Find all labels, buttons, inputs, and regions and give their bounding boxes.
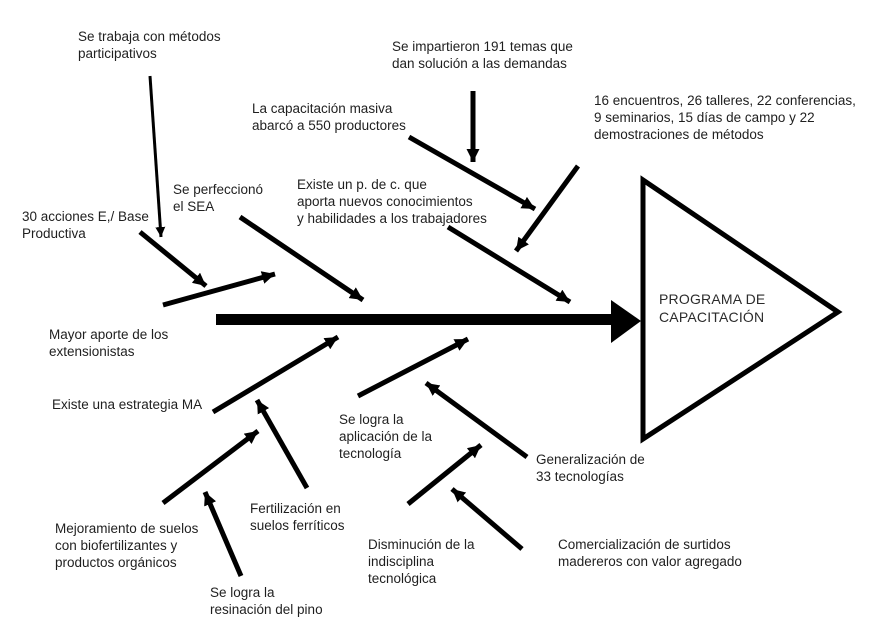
spine-arrowhead [611, 300, 641, 343]
label-mayor-aporte-line: Mayor aporte de los [49, 327, 169, 342]
label-la-capacitacion: La capacitación masiva abarcó a 550 produ… [252, 100, 406, 134]
label-existe-pdc-line: Existe un p. de c. que [297, 177, 427, 192]
label-mayor-aporte-line: extensionistas [49, 344, 135, 359]
label-aplicacion: Se logra la aplicación de la tecnología [339, 411, 432, 462]
label-resinacion: Se logra la resinación del pino [210, 584, 323, 618]
label-disminucion-line: Disminución de la [368, 537, 475, 552]
label-se-perfecciono-line: el SEA [173, 199, 215, 214]
arrow-comercializacion [450, 487, 524, 551]
label-estrategia-ma-line: Existe una estrategia MA [52, 397, 203, 412]
arrow-encuentros [513, 164, 581, 253]
arrow-disminucion [406, 443, 483, 506]
arrow-se-trabaja [148, 75, 166, 238]
label-fertilizacion-line: Fertilización en [250, 501, 341, 516]
head-label: PROGRAMA DE CAPACITACIÓN [659, 291, 765, 326]
label-aplicacion-line: tecnología [339, 446, 402, 461]
arrow-mejoramiento [161, 429, 260, 505]
arrow-la-capacitacion [407, 134, 537, 212]
arrow-se-perfecciono [238, 214, 365, 303]
label-mejoramiento-line: con biofertilizantes y [55, 538, 178, 553]
label-resinacion-line: Se logra la [210, 585, 275, 600]
label-se-perfecciono: Se perfeccionó el SEA [173, 181, 263, 215]
label-existe-pdc-line: y habilidades a los trabajadores [297, 211, 487, 226]
label-30-acciones-line: Productiva [22, 226, 86, 241]
label-comercializacion-line: madereros con valor agregado [558, 554, 742, 569]
arrow-existe-pdc [446, 224, 572, 305]
label-resinacion-line: resinación del pino [210, 602, 323, 617]
label-encuentros-line: 9 seminarios, 15 días de campo y 22 [594, 110, 815, 125]
label-generalizacion: Generalización de 33 tecnologías [536, 451, 645, 485]
label-fertilizacion: Fertilización en suelos ferríticos [250, 500, 345, 534]
label-mejoramiento: Mejoramiento de suelos con biofertilizant… [55, 520, 198, 571]
label-se-impartieron: Se impartieron 191 temas que dan solución… [392, 38, 573, 72]
label-disminucion: Disminución de la indisciplina tecnológica [368, 536, 475, 587]
label-se-trabaja: Se trabaja con métodos participativos [78, 28, 221, 62]
label-se-trabaja-line: Se trabaja con métodos [78, 29, 221, 44]
label-mejoramiento-line: productos orgánicos [55, 555, 177, 570]
arrow-fertilizacion [254, 398, 310, 490]
label-generalizacion-line: Generalización de [536, 452, 645, 467]
head-label-line1: PROGRAMA DE [659, 291, 766, 307]
arrow-estrategia-ma [211, 334, 340, 415]
label-generalizacion-line: 33 tecnologías [536, 469, 624, 484]
head-triangle [640, 175, 843, 444]
spine-bar [216, 314, 613, 325]
label-la-capacitacion-line: La capacitación masiva [252, 101, 393, 116]
label-encuentros-line: demostraciones de métodos [594, 127, 764, 142]
label-disminucion-line: indisciplina [368, 554, 435, 569]
label-se-perfecciono-line: Se perfeccionó [173, 182, 264, 197]
arrow-resinacion [202, 491, 244, 577]
arrow-generalizacion [424, 380, 529, 460]
arrow-mayor-aporte [162, 271, 276, 308]
label-comercializacion: Comercialización de surtidos madereros co… [558, 536, 742, 570]
arrow-30-acciones [138, 230, 208, 288]
label-se-trabaja-line: participativos [78, 46, 157, 61]
arrow-aplicacion [356, 336, 470, 399]
label-aplicacion-line: aplicación de la [339, 429, 433, 444]
label-se-impartieron-line: Se impartieron 191 temas que [392, 39, 573, 54]
label-fertilizacion-line: suelos ferríticos [250, 518, 345, 533]
label-existe-pdc: Existe un p. de c. que aporta nuevos cono… [297, 176, 487, 227]
label-estrategia-ma: Existe una estrategia MA [52, 396, 202, 413]
head-label-line2: CAPACITACIÓN [659, 308, 765, 325]
label-la-capacitacion-line: abarcó a 550 productores [252, 118, 406, 133]
label-encuentros-line: 16 encuentros, 26 talleres, 22 conferenc… [594, 93, 856, 108]
label-comercializacion-line: Comercialización de surtidos [558, 537, 731, 552]
label-mayor-aporte: Mayor aporte de los extensionistas [49, 326, 168, 360]
label-30-acciones-line: 30 acciones E,/ Base [22, 209, 149, 224]
label-existe-pdc-line: aporta nuevos conocimientos [297, 194, 473, 209]
label-mejoramiento-line: Mejoramiento de suelos [55, 521, 199, 536]
label-disminucion-line: tecnológica [368, 571, 437, 586]
label-encuentros: 16 encuentros, 26 talleres, 22 conferenc… [594, 92, 856, 143]
label-aplicacion-line: Se logra la [339, 412, 404, 427]
label-se-impartieron-line: dan solución a las demandas [392, 56, 567, 71]
